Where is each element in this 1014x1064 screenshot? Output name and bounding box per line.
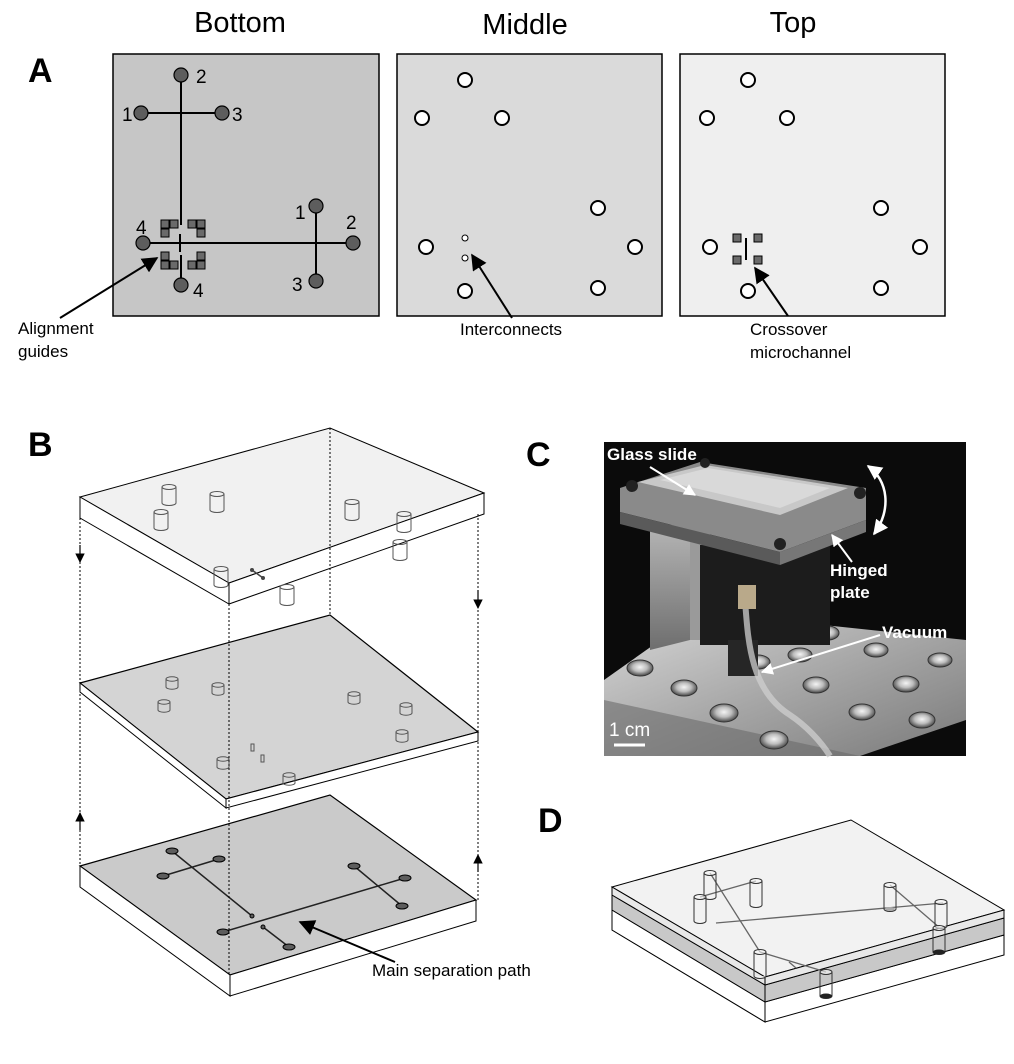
assembled-device: [610, 819, 1006, 1023]
panel-b-letter: B: [28, 426, 53, 464]
glass-slide-label: Glass slide: [607, 445, 697, 464]
vacuum-label: Vacuum: [882, 623, 947, 642]
exploded-top-layer: [78, 427, 486, 606]
hinged-plate-label-line1: Hinged: [830, 561, 888, 580]
port-number-2: 2: [196, 67, 207, 88]
scale-bar-label: 1 cm: [609, 720, 650, 741]
middle-layer-header: Middle: [482, 9, 567, 41]
crossover-label-line1: Crossover: [750, 320, 828, 339]
fixture-photo: [604, 442, 966, 758]
exploded-middle-layer: [78, 614, 480, 810]
panel-c-letter: C: [526, 436, 551, 474]
hinged-plate-label-line2: plate: [830, 583, 870, 602]
panel-a-letter: A: [28, 52, 53, 90]
port-number-1: 1: [122, 105, 133, 126]
alignment-guides-arrow: [59, 257, 159, 319]
port-number-3: 3: [232, 105, 243, 126]
port-number-4a: 4: [136, 218, 147, 239]
interconnects-label: Interconnects: [460, 320, 562, 339]
interconnects-arrow: [471, 253, 513, 319]
top-layer-plan: [679, 53, 946, 317]
bottom-layer-plan: [112, 53, 380, 317]
port-number-1b: 1: [295, 203, 306, 224]
alignment-guides-label-line2: guides: [18, 342, 68, 361]
main-separation-path-label: Main separation path: [372, 961, 531, 980]
port-number-3b: 3: [292, 275, 303, 296]
middle-layer-plan: [396, 53, 663, 317]
port-number-4b: 4: [193, 281, 204, 302]
bottom-layer-header: Bottom: [194, 7, 286, 39]
top-layer-header: Top: [770, 7, 817, 39]
port-number-2b: 2: [346, 213, 357, 234]
exploded-stack: [75, 427, 486, 997]
main-path-arrow: [298, 920, 396, 963]
exploded-bottom-layer: [78, 794, 478, 997]
alignment-guides-label-line1: Alignment: [18, 319, 94, 338]
crossover-arrow: [754, 266, 789, 317]
crossover-label-line2: microchannel: [750, 343, 851, 362]
panel-d-letter: D: [538, 802, 563, 840]
